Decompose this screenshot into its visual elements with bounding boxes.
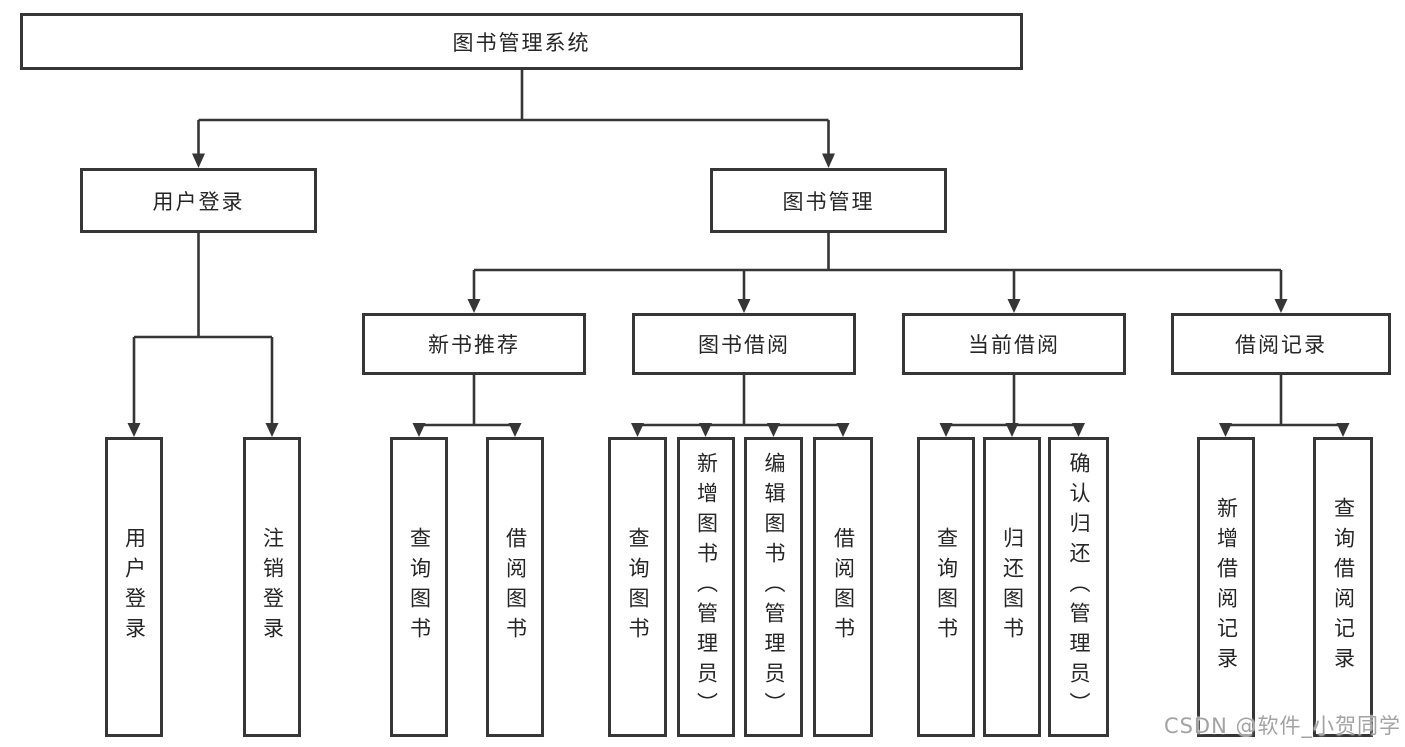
leaf-borrow-lend-books-label: 借阅图书	[831, 527, 856, 647]
connector-userlogin-to-leaves	[132, 233, 274, 424]
leaf-current-return-books-label: 归还图书	[1000, 527, 1025, 647]
leaf-current-return-books: 归还图书	[983, 437, 1041, 737]
node-book-borrow: 图书借阅	[632, 313, 856, 375]
arrowhead	[737, 299, 751, 313]
arrowhead	[631, 423, 644, 437]
leaf-borrow-query-books: 查询图书	[608, 437, 667, 737]
leaf-borrow-lend-books: 借阅图书	[813, 437, 873, 737]
leaf-recommend-query-books-label: 查询图书	[407, 527, 432, 647]
arrowhead	[412, 423, 426, 437]
leaf-record-add: 新增借阅记录	[1197, 437, 1255, 737]
node-user-login-label: 用户登录	[152, 189, 245, 214]
leaf-record-add-label: 新增借阅记录	[1214, 497, 1239, 677]
arrowhead	[939, 423, 953, 437]
arrowhead	[1072, 423, 1085, 437]
node-new-book-recommend-label: 新书推荐	[428, 333, 520, 357]
leaf-recommend-borrow-books-label: 借阅图书	[503, 527, 528, 647]
arrowhead	[192, 153, 205, 168]
leaf-record-query-label: 查询借阅记录	[1331, 497, 1356, 677]
node-user-login: 用户登录	[80, 168, 317, 233]
connector-bookmgmt-to-level3	[472, 233, 1283, 300]
leaf-record-query: 查询借阅记录	[1313, 437, 1373, 737]
node-borrow-records: 借阅记录	[1171, 313, 1391, 375]
arrowhead	[822, 153, 835, 168]
connector-currentborrow-to-leaves	[946, 375, 1079, 427]
node-book-management: 图书管理	[710, 168, 947, 233]
arrowhead	[1274, 299, 1288, 313]
connector-newbookrec-to-leaves	[419, 375, 515, 427]
connector-bookborrow-to-leaves	[637, 375, 843, 427]
node-current-borrow: 当前借阅	[902, 313, 1126, 375]
leaf-current-query-books: 查询图书	[917, 437, 975, 737]
leaf-current-query-books-label: 查询图书	[934, 527, 959, 647]
connector-root-to-level2	[197, 70, 830, 155]
connector-borrowrecords-to-leaves	[1225, 375, 1343, 427]
csdn-watermark: CSDN @软件_小贺同学	[1163, 714, 1401, 738]
node-book-management-label: 图书管理	[782, 189, 875, 214]
arrowhead	[1219, 423, 1232, 437]
leaf-recommend-query-books: 查询图书	[390, 437, 448, 737]
node-root: 图书管理系统	[20, 13, 1023, 70]
leaf-borrow-edit-books-admin-label: 编辑图书（管理员）	[762, 452, 786, 722]
arrowhead	[467, 299, 481, 313]
leaf-borrow-edit-books-admin: 编辑图书（管理员）	[744, 437, 803, 737]
leaf-current-confirm-return-admin: 确认归还（管理员）	[1048, 437, 1109, 737]
arrowhead	[1336, 423, 1350, 437]
leaf-logout: 注销登录	[243, 437, 301, 737]
leaf-current-confirm-return-admin-label: 确认归还（管理员）	[1067, 452, 1091, 722]
arrowhead	[699, 423, 712, 437]
arrowhead	[767, 423, 780, 437]
arrowhead	[265, 423, 279, 437]
leaf-borrow-add-books-admin-label: 新增图书（管理员）	[694, 452, 719, 722]
leaf-borrow-add-books-admin: 新增图书（管理员）	[677, 437, 735, 737]
leaf-user-login-label: 用户登录	[122, 527, 147, 647]
leaf-recommend-borrow-books: 借阅图书	[486, 437, 544, 737]
node-root-label: 图书管理系统	[452, 30, 591, 55]
arrowhead	[1005, 423, 1019, 437]
leaf-user-login: 用户登录	[105, 437, 163, 737]
leaf-borrow-query-books-label: 查询图书	[626, 527, 650, 647]
arrowhead	[1007, 299, 1021, 313]
leaf-logout-label: 注销登录	[260, 527, 285, 647]
node-new-book-recommend: 新书推荐	[362, 313, 586, 375]
arrowhead	[508, 423, 522, 437]
arrowhead	[836, 423, 850, 437]
node-current-borrow-label: 当前借阅	[968, 333, 1060, 357]
node-borrow-records-label: 借阅记录	[1235, 333, 1327, 357]
arrowhead	[127, 423, 141, 437]
node-book-borrow-label: 图书借阅	[698, 333, 790, 357]
